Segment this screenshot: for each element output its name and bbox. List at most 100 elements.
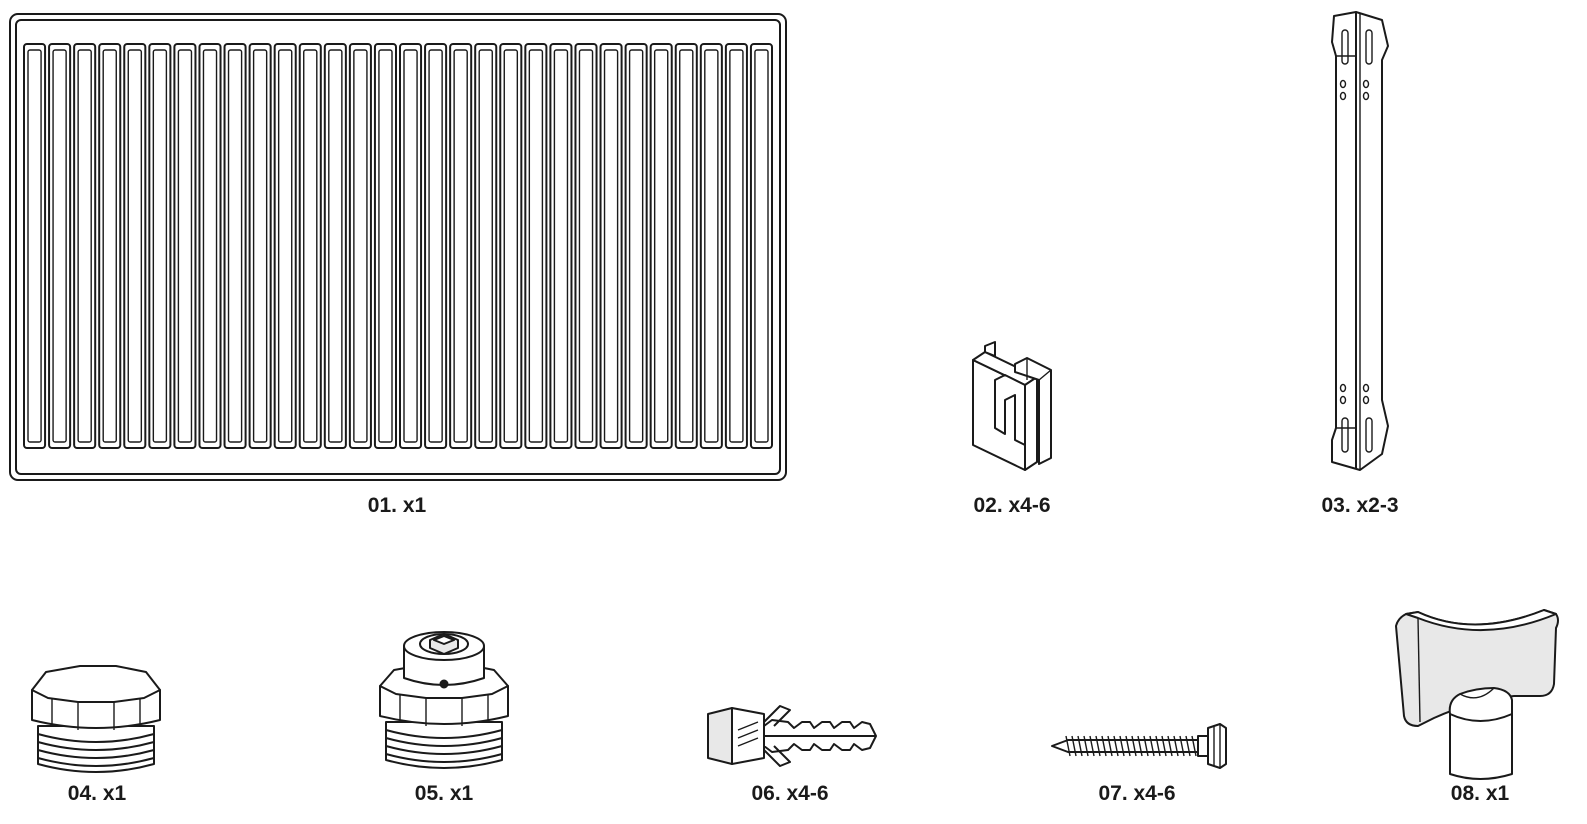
screw-icon <box>1051 723 1227 769</box>
radiator-fin <box>524 43 548 449</box>
radiator-fin <box>474 43 498 449</box>
radiator-fin <box>449 43 473 449</box>
screw-thread <box>1107 735 1113 757</box>
screw-thread <box>1185 735 1191 757</box>
screw-thread <box>1161 735 1167 757</box>
label-05: 05. x1 <box>414 782 474 805</box>
radiator-fin-inner <box>27 49 42 443</box>
label-07: 07. x4-6 <box>1098 782 1176 805</box>
radiator-fin-inner <box>428 49 443 443</box>
part-08-bleed-key <box>1394 604 1564 784</box>
part-05-air-vent-plug <box>372 612 517 782</box>
blank-plug-icon <box>31 665 161 773</box>
radiator-fin-inner <box>729 49 744 443</box>
screw-thread <box>1113 735 1119 757</box>
radiator-fin-inner <box>453 49 468 443</box>
radiator-fin-inner <box>653 49 669 443</box>
radiator-fin-inner <box>303 49 318 443</box>
radiator-icon <box>9 13 787 481</box>
radiator-fin <box>223 43 247 449</box>
radiator-fin-inner <box>503 49 519 443</box>
radiator-fin-inner <box>227 49 243 443</box>
radiator-fin-inner <box>202 49 218 443</box>
part-04-blank-plug <box>24 662 169 782</box>
label-03: 03. x2-3 <box>1321 494 1399 517</box>
radiator-fin <box>749 43 774 449</box>
radiator-fin-inner <box>52 49 67 443</box>
label-02: 02. x4-6 <box>973 494 1051 517</box>
part-07-screw <box>1048 720 1230 772</box>
radiator-fin <box>73 43 97 449</box>
screw-thread <box>1095 735 1101 757</box>
radiator-fin-inner <box>628 49 644 443</box>
radiator-fin <box>699 43 723 449</box>
radiator-fin <box>624 43 648 449</box>
radiator-fin <box>424 43 448 449</box>
radiator-fin <box>549 43 573 449</box>
radiator-fin-inner <box>353 49 368 443</box>
screw-thread <box>1083 735 1089 757</box>
radiator-fin-inner <box>704 49 719 443</box>
radiator-fin-inner <box>403 49 418 443</box>
spacer-clip-icon <box>972 341 1052 471</box>
radiator-fin <box>373 43 397 449</box>
radiator-fin <box>148 43 172 449</box>
radiator-fin <box>724 43 748 449</box>
radiator-fin-inner <box>528 49 544 443</box>
screw-thread <box>1101 735 1107 757</box>
screw-thread <box>1179 735 1185 757</box>
part-06-wall-plug <box>702 700 882 772</box>
radiator-fin <box>98 43 122 449</box>
screw-thread <box>1137 735 1143 757</box>
radiator-fin-inner <box>252 49 268 443</box>
radiator-fin-inner <box>478 49 493 443</box>
radiator-fin-inner <box>152 49 168 443</box>
radiator-fin-inner <box>578 49 594 443</box>
radiator-fin-inner <box>679 49 694 443</box>
radiator-fin-inner <box>378 49 393 443</box>
part-02-spacer-clip <box>965 340 1060 475</box>
radiator-fin-inner <box>553 49 569 443</box>
label-01: 01. x1 <box>367 494 427 517</box>
radiator-fin-inner <box>127 49 143 443</box>
radiator-fin-inner <box>277 49 293 443</box>
label-04: 04. x1 <box>67 782 127 805</box>
air-vent-plug-icon <box>379 631 509 769</box>
radiator-fin-inner <box>754 49 769 443</box>
screw-thread <box>1077 735 1083 757</box>
radiator-fin <box>273 43 297 449</box>
part-01-radiator <box>8 12 788 482</box>
radiator-fin <box>348 43 372 449</box>
screw-thread <box>1089 735 1095 757</box>
radiator-fin <box>499 43 523 449</box>
screw-thread <box>1071 735 1077 757</box>
screw-thread <box>1149 735 1155 757</box>
screw-thread <box>1191 735 1197 757</box>
radiator-fin <box>599 43 623 449</box>
radiator-fin-inner <box>177 49 193 443</box>
screw-thread <box>1155 735 1161 757</box>
label-08: 08. x1 <box>1450 782 1510 805</box>
screw-thread <box>1143 735 1149 757</box>
radiator-fin <box>248 43 272 449</box>
screw-thread <box>1119 735 1125 757</box>
radiator-fin <box>123 43 147 449</box>
radiator-fin <box>649 43 673 449</box>
radiator-fin-inner <box>102 49 117 443</box>
radiator-fin <box>298 43 322 449</box>
wall-bracket-icon <box>1331 11 1389 471</box>
screw-thread <box>1125 735 1131 757</box>
radiator-fin-inner <box>77 49 92 443</box>
screw-thread <box>1131 735 1137 757</box>
radiator-fin <box>23 43 47 449</box>
radiator-fin <box>399 43 423 449</box>
radiator-fin <box>574 43 598 449</box>
radiator-fin-inner <box>603 49 619 443</box>
radiator-fin <box>198 43 222 449</box>
screw-thread <box>1173 735 1179 757</box>
part-03-wall-bracket <box>1320 8 1400 478</box>
radiator-fin <box>48 43 72 449</box>
screw-thread <box>1167 735 1173 757</box>
wall-plug-icon <box>707 705 877 767</box>
screw-thread <box>1065 735 1071 757</box>
